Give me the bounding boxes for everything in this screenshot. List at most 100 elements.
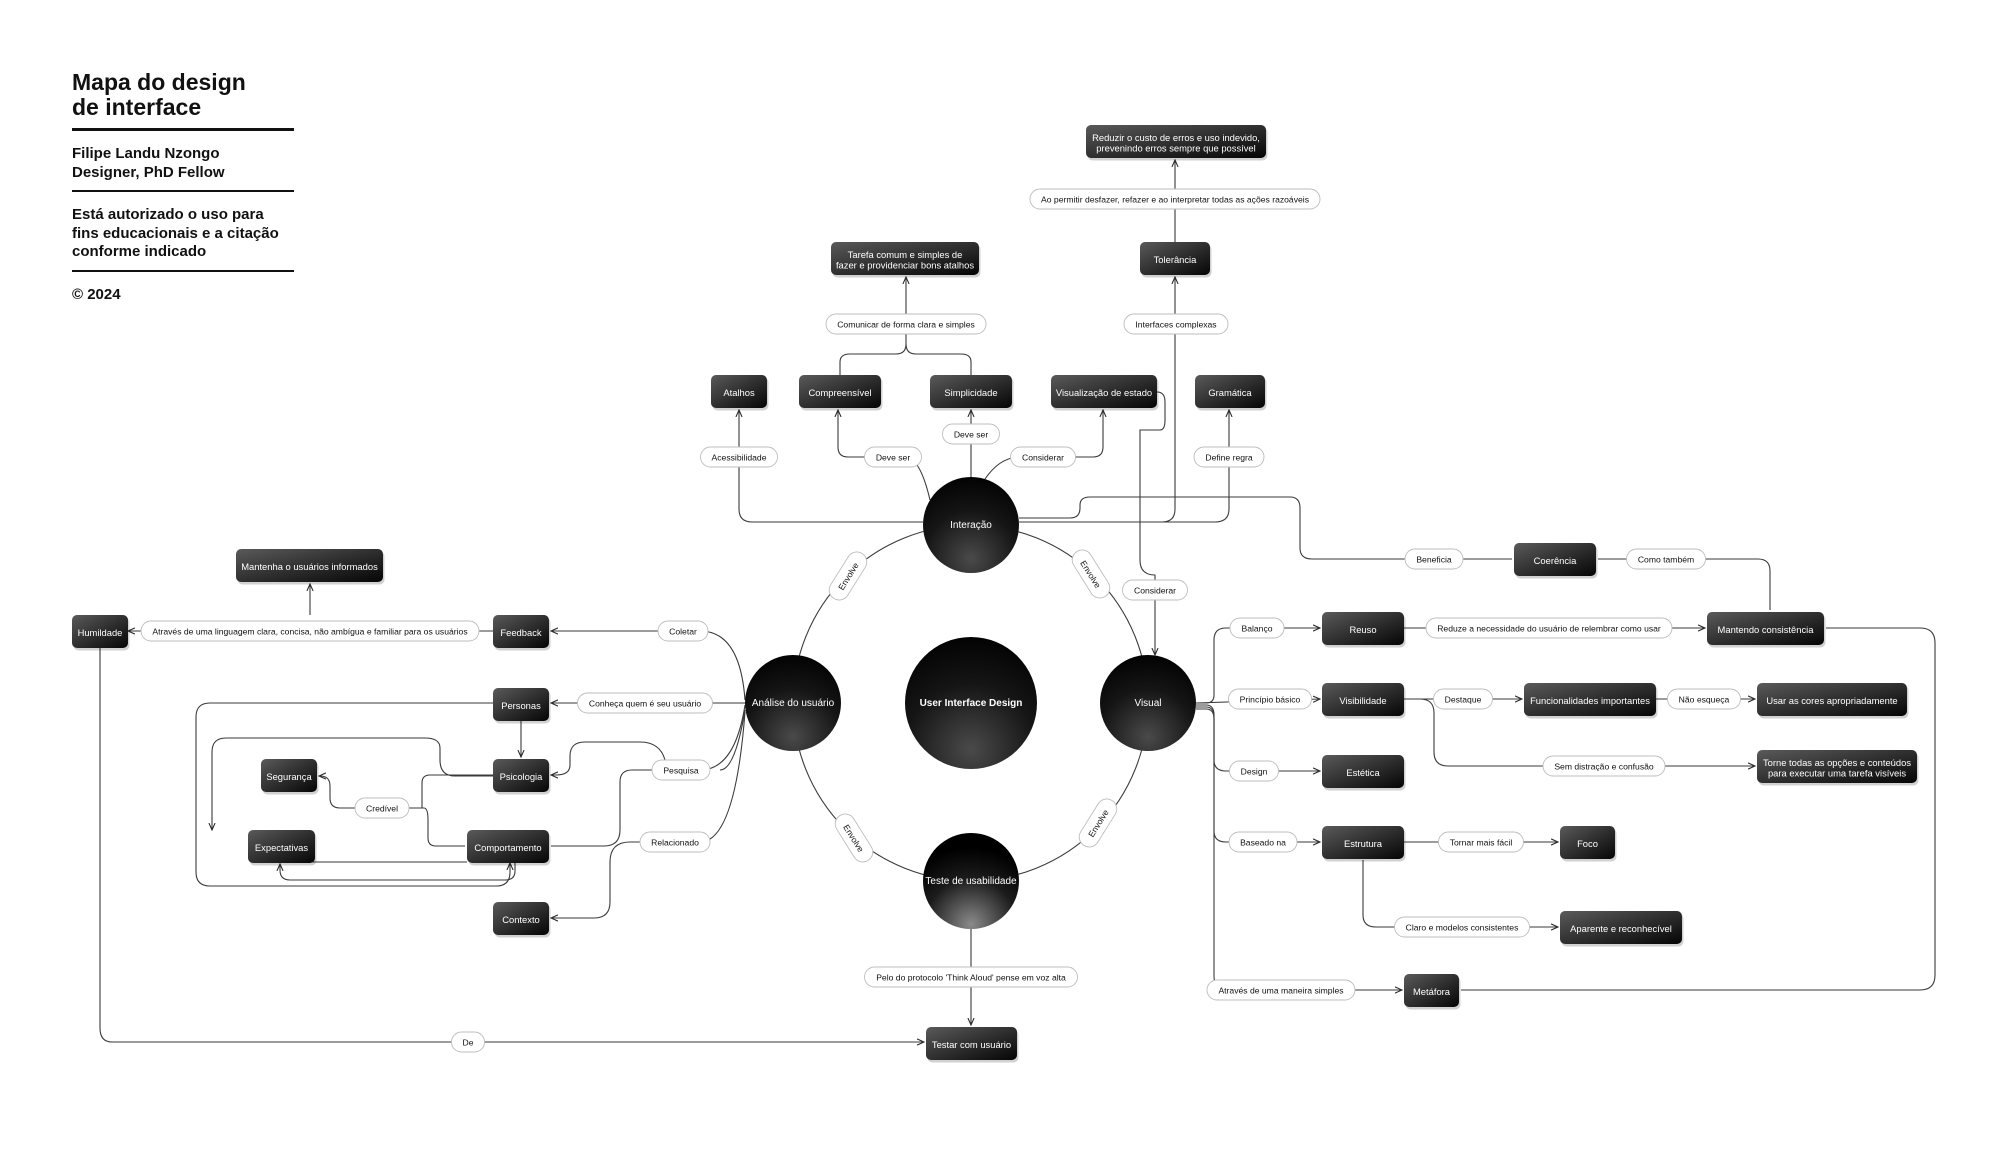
label-acessibilidade: Acessibilidade — [700, 446, 778, 468]
node-box — [1514, 543, 1596, 576]
label-pill — [1542, 755, 1666, 777]
divider — [72, 128, 294, 131]
connector-line — [984, 410, 1103, 480]
node-box — [72, 615, 128, 648]
label-pill — [825, 313, 987, 335]
label-text: Considerar — [1022, 453, 1064, 463]
label-atraves-simples: Através de uma maneira simples — [1206, 979, 1356, 1001]
label-text: Design — [1241, 767, 1268, 777]
node-visibilidade: Visibilidade — [1322, 683, 1406, 719]
label-interfaces-complexas: Interfaces complexas — [1123, 313, 1229, 335]
hub-text: Teste de usabilidade — [925, 876, 1017, 887]
hub-text: User Interface Design — [920, 698, 1023, 709]
label-principio: Princípio básico — [1228, 688, 1312, 710]
label-destaque: Destaque — [1433, 688, 1493, 710]
node-metafora: Metáfora — [1404, 974, 1461, 1010]
label-text: Claro e modelos consistentes — [1406, 923, 1519, 933]
label-baseado: Baseado na — [1228, 831, 1298, 853]
node-box — [1195, 375, 1265, 408]
node-cores: Usar as cores apropriadamente — [1757, 683, 1909, 719]
label-como-tambem: Como também — [1626, 548, 1706, 570]
connector-line — [838, 410, 931, 501]
label-text: Destaque — [1445, 695, 1482, 705]
node-box — [493, 902, 549, 935]
node-text: Gramática — [1208, 387, 1252, 398]
node-text: Testar com usuário — [932, 1039, 1011, 1050]
connector-line — [739, 410, 923, 523]
node-text: Mantenha o usuários informados — [241, 561, 378, 572]
hub-circle — [905, 637, 1037, 769]
label-balanco: Balanço — [1229, 617, 1285, 639]
node-text: Humildade — [78, 627, 123, 638]
label-text: Através de uma maneira simples — [1218, 986, 1343, 996]
node-mantendo: Mantendo consistência — [1707, 612, 1826, 648]
label-relacionado: Relacionado — [639, 831, 711, 853]
hub-visual: Visual — [1100, 655, 1196, 751]
label-deve-ser-2: Deve ser — [942, 423, 1000, 445]
node-text: Feedback — [500, 627, 541, 638]
label-text: Pesquisa — [663, 766, 699, 776]
label-pesquisa: Pesquisa — [651, 759, 711, 781]
node-box — [926, 1027, 1017, 1060]
connector-line — [719, 709, 746, 771]
label-atraves-linguagem: Através de uma linguagem clara, concisa,… — [140, 620, 480, 642]
label-text: Como também — [1638, 555, 1694, 565]
node-text: Atalhos — [723, 387, 755, 398]
hub-circle — [1100, 655, 1196, 751]
node-text: Metáfora — [1413, 986, 1451, 997]
label-pill — [1626, 548, 1706, 570]
node-box — [831, 242, 979, 275]
label-pill — [1433, 688, 1493, 710]
node-text: Psicologia — [500, 771, 544, 782]
label-envolve-1: Envolve — [828, 551, 868, 601]
label-pill — [1122, 579, 1188, 601]
label-considerar-2: Considerar — [1122, 579, 1188, 601]
label-pill — [942, 423, 1000, 445]
node-contexto: Contexto — [493, 902, 551, 938]
label-pill — [864, 966, 1078, 988]
node-testar: Testar com usuário — [926, 1027, 1019, 1063]
node-feedback: Feedback — [493, 615, 551, 651]
label-pill — [354, 797, 410, 819]
node-box — [1140, 242, 1210, 275]
label-pill — [1206, 979, 1356, 1001]
node-atalhos: Atalhos — [711, 375, 769, 411]
node-box — [1524, 683, 1656, 716]
node-text: Personas — [501, 700, 541, 711]
connector-line — [551, 631, 746, 701]
label-pill — [140, 620, 480, 642]
node-text: Visibilidade — [1339, 695, 1386, 706]
node-estrutura: Estrutura — [1322, 826, 1406, 862]
node-box — [1322, 755, 1404, 788]
label-text: Tornar mais fácil — [1450, 838, 1513, 848]
hub-text: Análise do usuário — [752, 698, 835, 709]
label-pill — [1229, 760, 1279, 782]
label-pill — [828, 551, 868, 601]
node-text: Foco — [1577, 838, 1598, 849]
hub-circle — [923, 833, 1019, 929]
label-text: Ao permitir desfazer, refazer e ao inter… — [1041, 195, 1309, 205]
node-reduzir: Reduzir o custo de erros e uso indevido,… — [1086, 125, 1268, 161]
label-text: Reduze a necessidade do usuário de relem… — [1437, 624, 1661, 634]
label-text: Credível — [366, 804, 398, 814]
label-beneficia: Beneficia — [1404, 548, 1464, 570]
label-text: Interfaces complexas — [1135, 320, 1216, 330]
label-think-aloud: Pelo do protocolo 'Think Aloud' pense em… — [864, 966, 1078, 988]
node-text: Estética — [1346, 767, 1380, 778]
node-expectativas: Expectativas — [248, 830, 317, 866]
node-estetica: Estética — [1322, 755, 1406, 791]
label-text: Acessibilidade — [712, 453, 767, 463]
copyright: © 2024 — [72, 285, 121, 303]
label-text: Balanço — [1241, 624, 1272, 634]
label-sem-distracao: Sem distração e confusão — [1542, 755, 1666, 777]
hub-analise: Análise do usuário — [745, 655, 841, 751]
label-text: Conheça quem é seu usuário — [589, 699, 701, 709]
label-deve-ser-1: Deve ser — [864, 446, 922, 468]
node-box — [799, 375, 881, 408]
node-text: Estrutura — [1344, 838, 1383, 849]
connector-line — [1019, 496, 1512, 560]
